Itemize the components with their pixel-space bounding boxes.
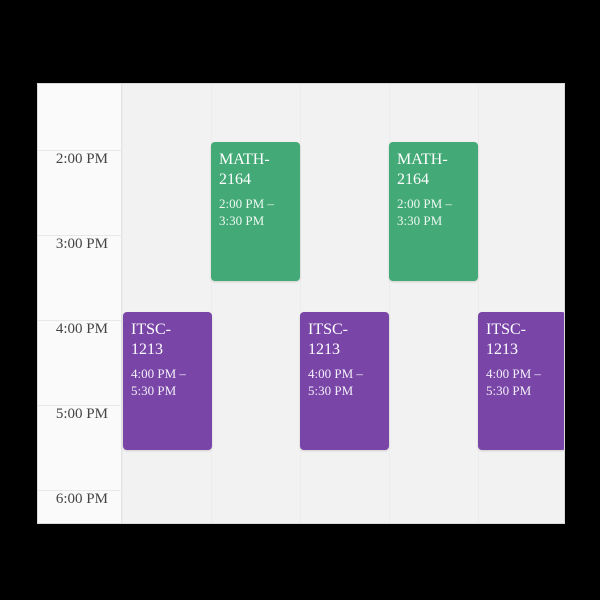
event-title-line: 1213 <box>308 341 340 358</box>
event-title: MATH- 2164 <box>397 150 470 190</box>
time-slot-3pm: 3:00 PM <box>38 235 122 257</box>
time-gutter: 2:00 PM 3:00 PM 4:00 PM 5:00 PM 6:00 PM <box>38 84 122 523</box>
day-column-2[interactable] <box>211 84 300 523</box>
event-title-line: ITSC- <box>486 321 526 338</box>
event-time-line: 4:00 PM – <box>486 366 541 381</box>
event-itsc-1213[interactable]: ITSC- 1213 4:00 PM – 5:30 PM <box>478 312 564 450</box>
event-time: 4:00 PM – 5:30 PM <box>308 365 381 399</box>
event-title-line: 1213 <box>131 341 163 358</box>
day-column-1[interactable] <box>122 84 211 523</box>
week-calendar: 2:00 PM 3:00 PM 4:00 PM 5:00 PM 6:00 PM … <box>37 83 565 524</box>
day-column-4[interactable] <box>389 84 478 523</box>
event-title-line: 2164 <box>397 171 429 188</box>
event-itsc-1213[interactable]: ITSC- 1213 4:00 PM – 5:30 PM <box>300 312 389 450</box>
event-title: ITSC- 1213 <box>486 320 558 360</box>
day-column-3[interactable] <box>300 84 389 523</box>
event-title: MATH- 2164 <box>219 150 292 190</box>
event-time: 4:00 PM – 5:30 PM <box>486 365 558 399</box>
day-column-5[interactable] <box>478 84 564 523</box>
time-label: 3:00 PM <box>55 236 108 252</box>
event-math-2164[interactable]: MATH- 2164 2:00 PM – 3:30 PM <box>211 142 300 281</box>
event-title-line: 2164 <box>219 171 251 188</box>
time-label: 2:00 PM <box>55 151 108 167</box>
event-time: 2:00 PM – 3:30 PM <box>397 195 470 229</box>
event-time-line: 3:30 PM <box>219 213 265 228</box>
event-title-line: ITSC- <box>131 321 171 338</box>
event-time-line: 3:30 PM <box>397 213 443 228</box>
time-slot-6pm: 6:00 PM <box>38 490 122 512</box>
event-time: 2:00 PM – 3:30 PM <box>219 195 292 229</box>
time-label: 4:00 PM <box>55 321 108 337</box>
event-time-line: 4:00 PM – <box>308 366 363 381</box>
time-label: 5:00 PM <box>55 406 108 422</box>
event-time-line: 2:00 PM – <box>219 196 274 211</box>
event-time-line: 2:00 PM – <box>397 196 452 211</box>
event-time-line: 4:00 PM – <box>131 366 186 381</box>
event-time-line: 5:30 PM <box>486 383 532 398</box>
time-label: 6:00 PM <box>55 491 108 507</box>
event-time-line: 5:30 PM <box>131 383 177 398</box>
event-time-line: 5:30 PM <box>308 383 354 398</box>
event-title-line: 1213 <box>486 341 518 358</box>
event-title-line: MATH- <box>219 151 270 168</box>
event-title: ITSC- 1213 <box>131 320 204 360</box>
time-slot-5pm: 5:00 PM <box>38 405 122 427</box>
event-title-line: ITSC- <box>308 321 348 338</box>
time-slot-4pm: 4:00 PM <box>38 320 122 342</box>
event-title: ITSC- 1213 <box>308 320 381 360</box>
event-time: 4:00 PM – 5:30 PM <box>131 365 204 399</box>
event-title-line: MATH- <box>397 151 448 168</box>
time-slot-2pm: 2:00 PM <box>38 150 122 172</box>
event-math-2164[interactable]: MATH- 2164 2:00 PM – 3:30 PM <box>389 142 478 281</box>
event-itsc-1213[interactable]: ITSC- 1213 4:00 PM – 5:30 PM <box>123 312 212 450</box>
